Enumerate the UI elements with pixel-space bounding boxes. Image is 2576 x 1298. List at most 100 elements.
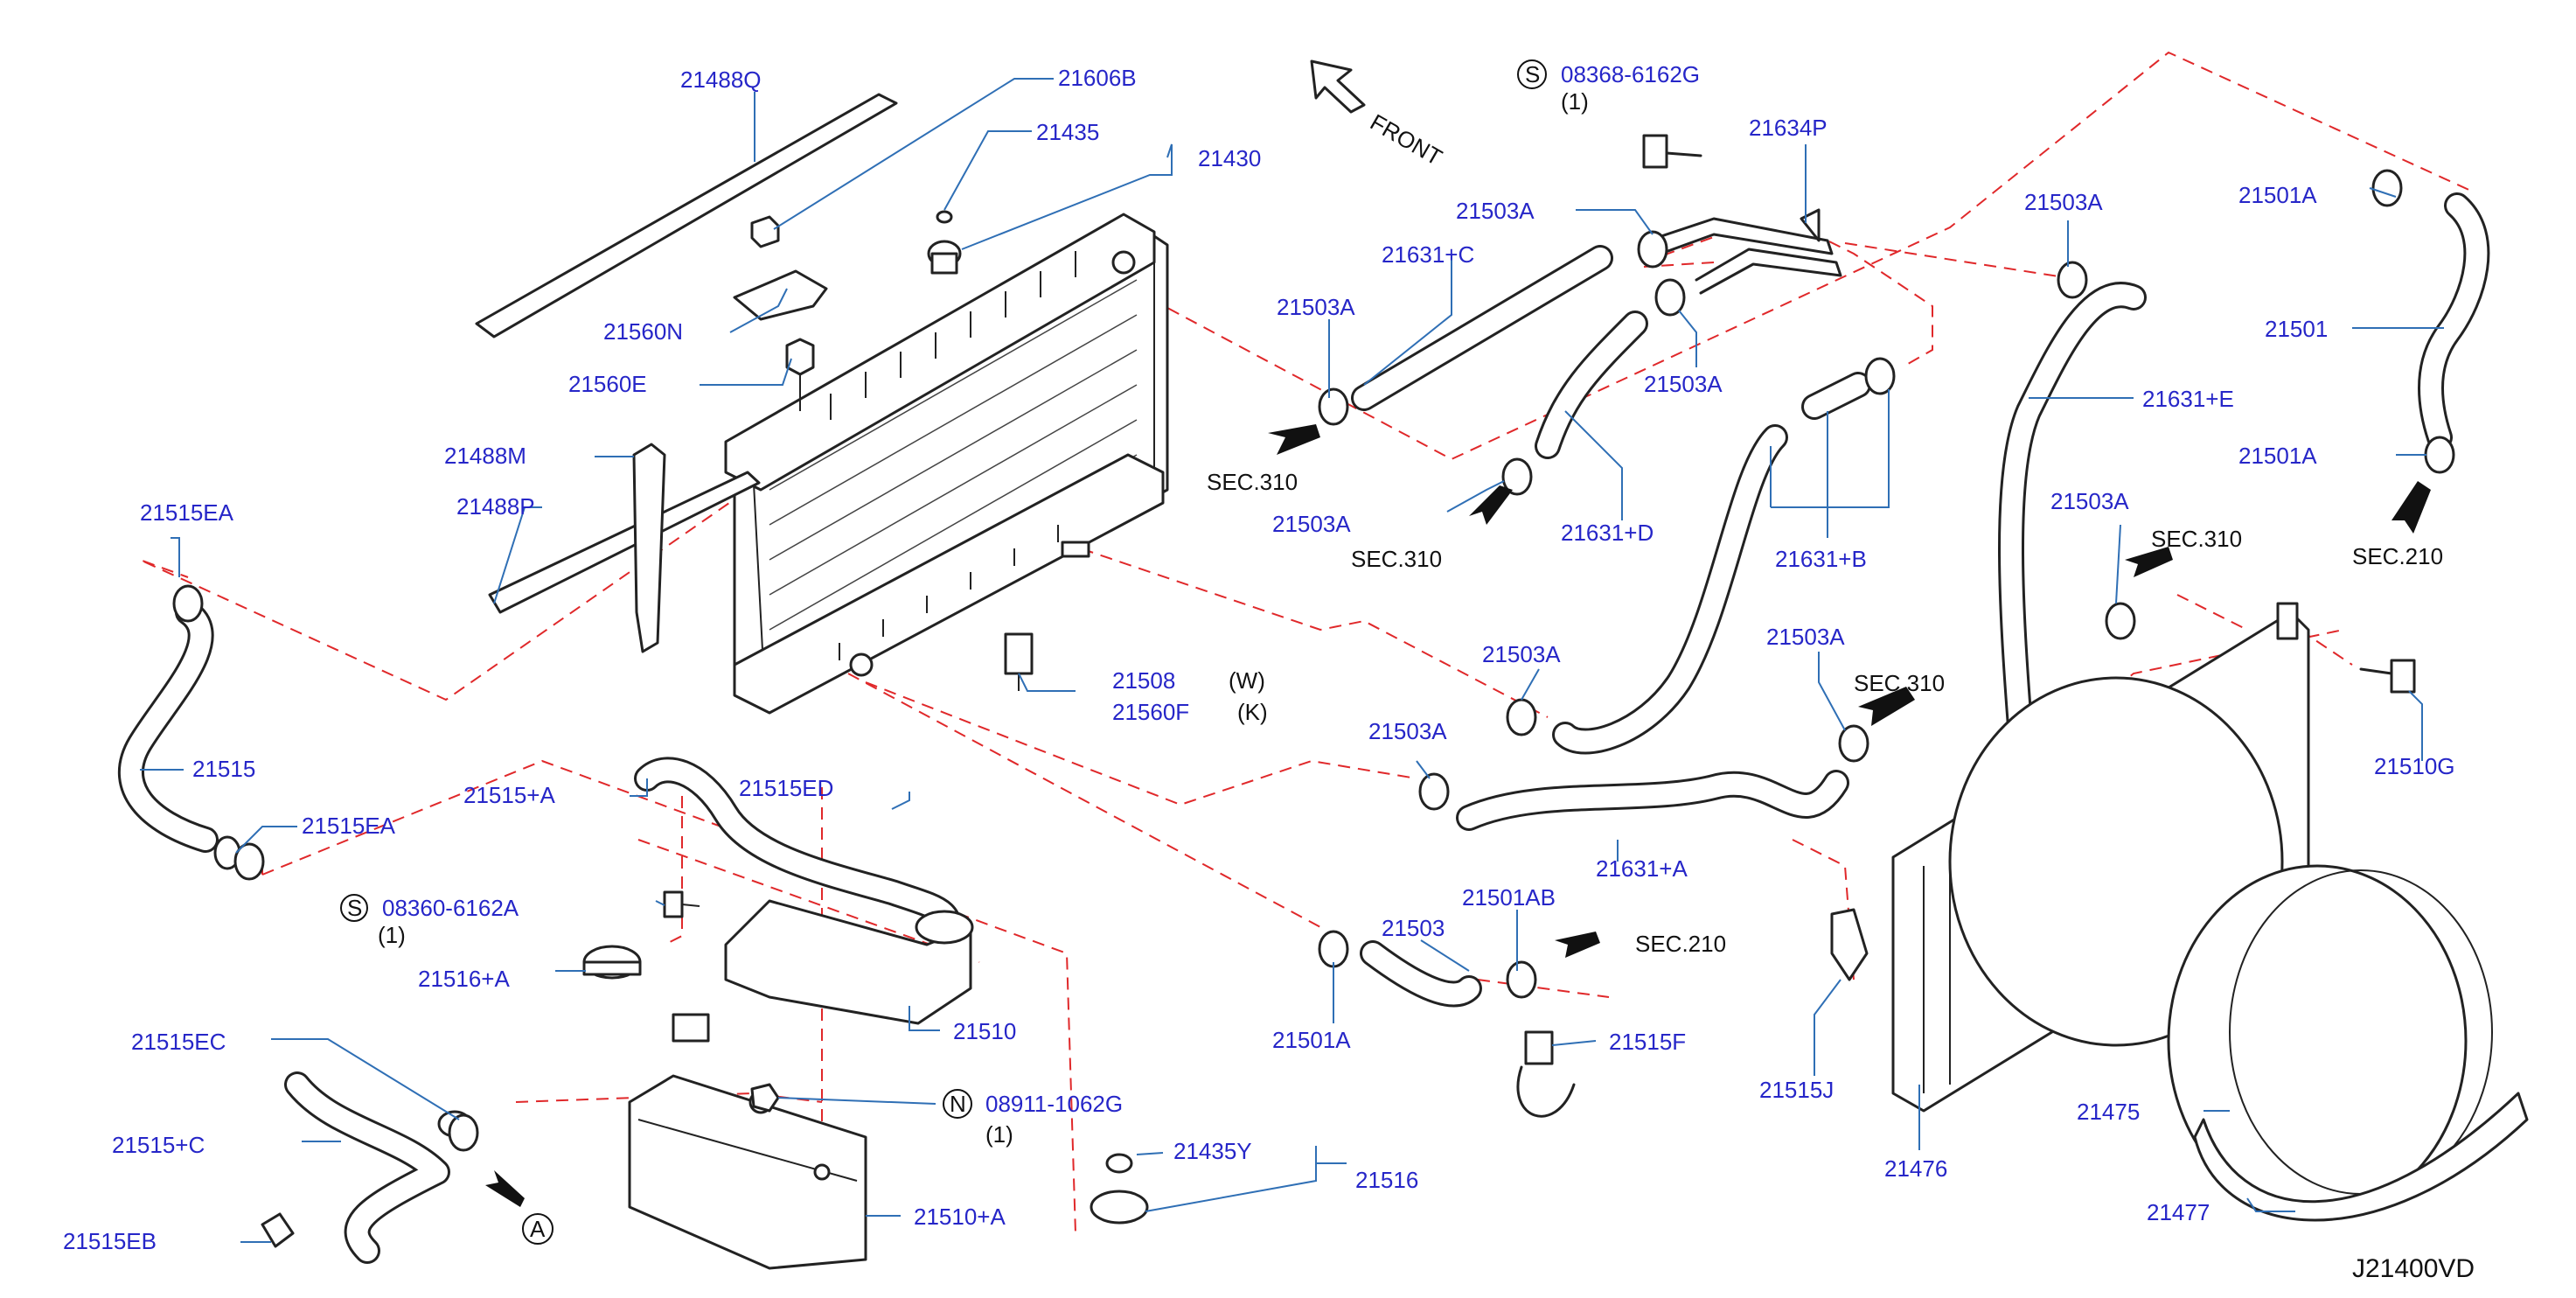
label-08368-6162G: 08368-6162G — [1561, 61, 1700, 87]
arrow-icon — [1268, 424, 1320, 455]
s-badge — [340, 894, 368, 922]
label-21560F: 21560F — [1112, 699, 1189, 725]
reservoir-cap-21516 — [1090, 1153, 1149, 1225]
note-k: (K) — [1237, 699, 1268, 725]
hose-21631D — [1535, 311, 1648, 459]
label-21510G: 21510G — [2374, 753, 2455, 779]
sec310-label: SEC.310 — [1351, 546, 1442, 572]
label-21516A: 21516+A — [418, 966, 510, 992]
label-21515J: 21515J — [1759, 1077, 1834, 1103]
hose-21631E — [1998, 282, 2147, 739]
pipe-21634P — [1660, 208, 1842, 295]
bolt-21510G — [2359, 659, 2416, 694]
direction-arrows — [485, 424, 2431, 1207]
assembly-dashed-lines — [139, 51, 2475, 1234]
circle-a-badge — [522, 1213, 553, 1245]
hose-21515A — [634, 757, 964, 958]
label-21477: 21477 — [2147, 1199, 2210, 1225]
label-21503A: 21503A — [1766, 624, 1845, 650]
seal-strips — [475, 93, 898, 653]
radiator — [724, 213, 1169, 715]
label-08360-6162A: 08360-6162A — [382, 895, 519, 921]
label-21631A: 21631+A — [1596, 855, 1688, 882]
lower-mount-rubber — [1004, 632, 1034, 691]
label-21631B: 21631+B — [1775, 546, 1867, 572]
sec310-label: SEC.310 — [1207, 469, 1298, 495]
label-21501AB: 21501AB — [1462, 884, 1556, 911]
label-21631E: 21631+E — [2142, 386, 2234, 412]
pipe-21631B — [1801, 372, 1871, 420]
diagram-id: J21400VD — [2352, 1254, 2475, 1283]
clip-21515F — [1516, 1030, 1576, 1118]
s-badge-letter: S — [1525, 61, 1540, 87]
label-21634P: 21634P — [1749, 115, 1828, 141]
clip-21515J — [1830, 908, 1869, 981]
sec310-label: SEC.310 — [2151, 526, 2242, 552]
n-badge-letter: N — [950, 1091, 966, 1117]
bolt-08368 — [1642, 134, 1702, 169]
qty-08911: (1) — [985, 1121, 1013, 1148]
label-21510: 21510 — [953, 1018, 1016, 1044]
label-21515EC: 21515EC — [131, 1029, 226, 1055]
s-badge — [1517, 59, 1547, 89]
label-21501: 21501 — [2265, 316, 2328, 342]
label-21515F: 21515F — [1609, 1029, 1686, 1055]
hose-21515C — [261, 1071, 472, 1264]
label-21515ED: 21515ED — [739, 775, 833, 801]
front-arrow-icon — [1310, 59, 1366, 114]
label-21488P: 21488P — [456, 493, 535, 520]
label-21476: 21476 — [1884, 1155, 1947, 1182]
label-21515EA: 21515EA — [302, 813, 396, 839]
hose-21631A — [1456, 770, 1849, 831]
label-21503: 21503 — [1382, 915, 1445, 941]
n-badge — [943, 1089, 972, 1119]
radiator-cap — [927, 210, 962, 275]
fan-shroud-ring — [2167, 864, 2529, 1222]
arrow-icon — [1858, 687, 1915, 726]
label-21508: 21508 — [1112, 667, 1175, 694]
cap-21516A — [582, 945, 642, 980]
front-label: FRONT — [1366, 108, 1447, 171]
arrow-icon — [2125, 547, 2173, 577]
label-21515C: 21515+C — [112, 1132, 205, 1158]
sec210-label: SEC.210 — [2352, 543, 2443, 569]
label-21515A: 21515+A — [463, 782, 555, 808]
label-21503A: 21503A — [1277, 294, 1355, 320]
label-21475: 21475 — [2077, 1099, 2140, 1125]
hose-clamps — [172, 169, 2455, 1152]
label-21631D: 21631+D — [1561, 520, 1654, 546]
note-w: (W) — [1229, 667, 1265, 694]
hose-21631B-long — [1552, 424, 1788, 755]
label-21560N: 21560N — [603, 318, 683, 345]
label-21560E: 21560E — [568, 371, 647, 397]
label-21503A: 21503A — [1272, 511, 1351, 537]
label-21503A: 21503A — [1644, 371, 1723, 397]
qty-08360: (1) — [378, 922, 406, 948]
label-21515: 21515 — [192, 756, 255, 782]
hose-21631C — [1351, 245, 1613, 411]
label-21606B: 21606B — [1058, 65, 1137, 91]
label-21515EA: 21515EA — [140, 499, 234, 526]
label-21510A: 21510+A — [914, 1204, 1006, 1230]
label-21503A: 21503A — [2024, 189, 2103, 215]
reservoir-tank — [628, 899, 974, 1270]
label-21488M: 21488M — [444, 443, 526, 469]
label-21501A: 21501A — [1272, 1027, 1351, 1053]
arrow-icon — [1469, 485, 1513, 525]
label-21435: 21435 — [1036, 119, 1099, 145]
label-21501A: 21501A — [2238, 443, 2317, 469]
arrow-icon — [2392, 481, 2431, 534]
label-21435Y: 21435Y — [1173, 1138, 1252, 1164]
label-21503A: 21503A — [1368, 718, 1447, 744]
label-21430: 21430 — [1198, 145, 1261, 171]
label-21516: 21516 — [1355, 1167, 1418, 1193]
hose-21515 — [117, 586, 241, 870]
hose-21503 — [1360, 940, 1482, 1008]
label-21488Q: 21488Q — [680, 66, 762, 93]
hose-21501 — [2418, 192, 2490, 450]
nut-08911 — [750, 1083, 780, 1113]
s-badge-letter: S — [347, 895, 362, 921]
circle-a-letter: A — [530, 1216, 546, 1242]
label-21503A: 21503A — [1456, 198, 1535, 224]
